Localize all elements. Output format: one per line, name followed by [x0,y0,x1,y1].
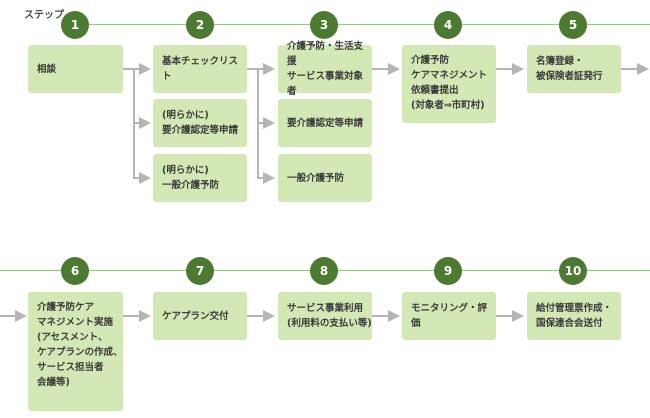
step-circle-5: 5 [559,11,587,39]
box-care-plan-delivery: ケアプラン交付 [153,292,247,340]
box-care-cert-apply-2-text: (明らかに) 要介護認定等申請 [162,110,239,136]
box-care-plan-delivery-text: ケアプラン交付 [162,310,229,322]
box-general-prevention-3: 一般介護予防 [278,154,372,202]
step-circle-3: 3 [310,11,338,39]
timeline-row1 [75,24,650,25]
step-circle-7: 7 [186,257,214,285]
box-consult: 相談 [28,45,123,93]
box-care-management-text: 介護予防ケア マネジメント実施 (アセスメント、 ケアプランの作成、 サービス担… [37,302,123,388]
step-circle-10: 10 [559,257,587,285]
box-care-management: 介護予防ケア マネジメント実施 (アセスメント、 ケアプランの作成、 サービス担… [28,292,123,411]
box-consult-text: 相談 [37,63,57,75]
box-monitoring: モニタリング・評価 [402,292,496,340]
step-circle-1: 1 [61,11,89,39]
box-general-prevention-3-text: 一般介護予防 [287,172,345,184]
step-circle-9: 9 [434,257,462,285]
box-general-prevention-2-text: (明らかに) 一般介護予防 [162,165,220,191]
box-basic-checklist-text: 基本チェックリスト [162,56,239,82]
box-care-cert-apply-3: 要介護認定等申請 [278,99,372,147]
step-heading: ステップ [24,10,64,21]
box-service-target: 介護予防・生活支援 サービス事業対象者 [278,41,372,97]
box-care-cert-apply-2: (明らかに) 要介護認定等申請 [153,99,247,147]
box-service-use-text: サービス事業利用 (利用料の支払い等) [287,303,372,329]
step-circle-6: 6 [61,257,89,285]
box-monitoring-text: モニタリング・評価 [411,303,488,329]
branch-2 [133,69,151,184]
box-general-prevention-2: (明らかに) 一般介護予防 [153,154,247,202]
step-circle-8: 8 [310,257,338,285]
box-registration-text: 名簿登録・ 被保険者証発行 [536,56,603,82]
box-request-submission-text: 介護予防 ケアマネジメント 依頼書提出 (対象者⇒市町村) [411,55,488,111]
box-billing-text: 給付管理票作成・ 国保連合会送付 [536,303,613,329]
box-registration: 名簿登録・ 被保険者証発行 [527,45,621,93]
box-basic-checklist: 基本チェックリスト [153,45,247,93]
box-service-target-text: 介護予防・生活支援 サービス事業対象者 [287,41,364,97]
step-circle-4: 4 [434,11,462,39]
step-circle-2: 2 [186,11,214,39]
branch-3 [257,69,275,184]
box-service-use: サービス事業利用 (利用料の支払い等) [278,292,372,340]
box-billing: 給付管理票作成・ 国保連合会送付 [527,292,621,340]
box-request-submission: 介護予防 ケアマネジメント 依頼書提出 (対象者⇒市町村) [402,45,496,123]
box-care-cert-apply-3-text: 要介護認定等申請 [287,117,364,129]
